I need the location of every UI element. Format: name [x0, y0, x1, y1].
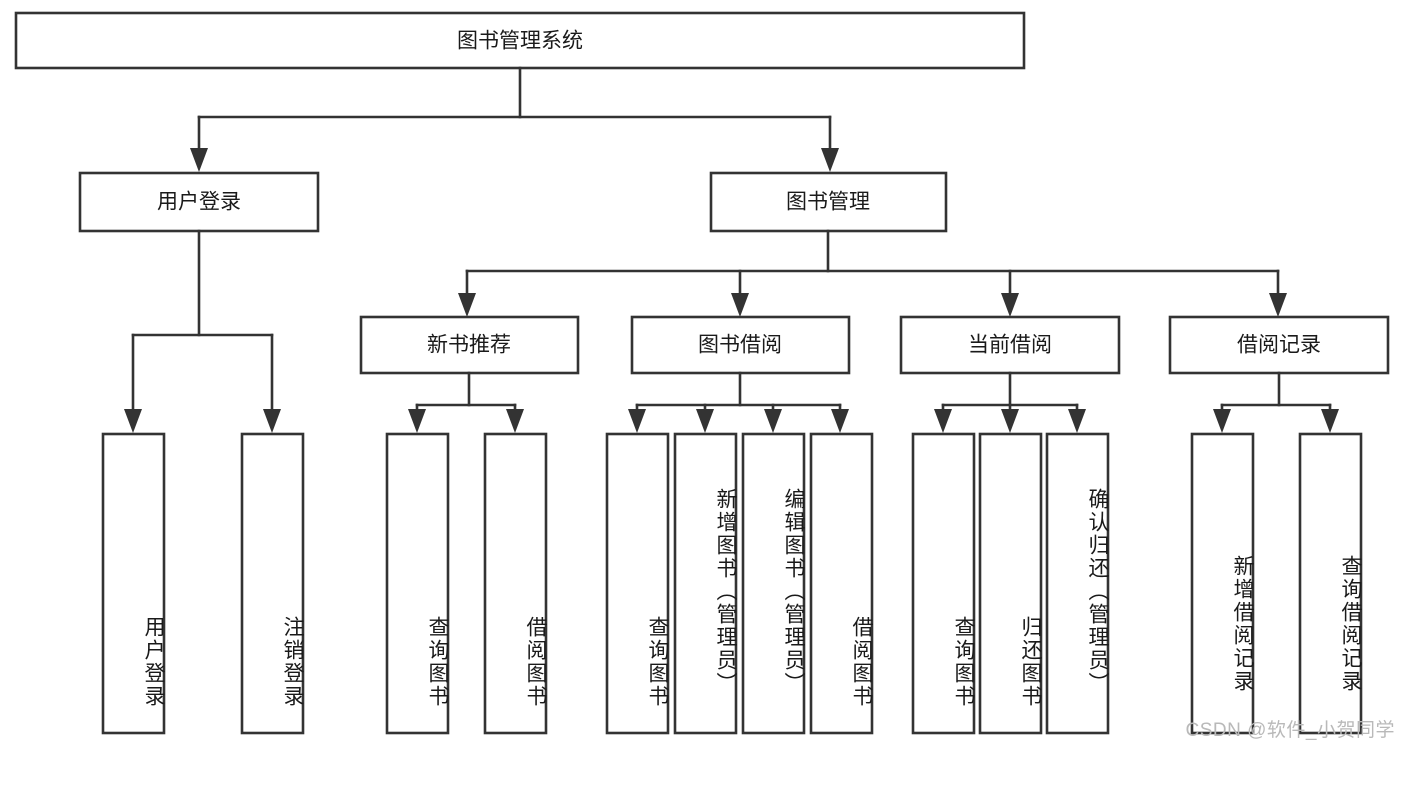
- arrow-to-book-borrow: [731, 293, 749, 317]
- connector-root-to-level2: [190, 66, 839, 172]
- connector-book-manage-to-level3: [458, 229, 1287, 317]
- node-new-book-recommend-label: 新书推荐: [427, 334, 511, 357]
- node-borrow-record-label: 借阅记录: [1237, 334, 1321, 357]
- node-current-borrow[interactable]: 当前借阅: [899, 315, 1121, 375]
- leaf-box-edit-book[interactable]: [741, 432, 806, 735]
- leaf-box-query-book-2[interactable]: [605, 432, 670, 735]
- leaf-box-return-book[interactable]: [978, 432, 1043, 735]
- watermark-text: CSDN @软件_小贺同学: [1185, 720, 1395, 741]
- leaf-box-user-login[interactable]: [101, 432, 166, 735]
- leaf-boxes: [101, 432, 1363, 735]
- arrow-to-book-manage: [821, 148, 839, 172]
- node-book-borrow-label: 图书借阅: [698, 334, 782, 357]
- connector-current-borrow-to-leaves: [934, 371, 1086, 433]
- leaf-box-add-book[interactable]: [673, 432, 738, 735]
- connector-borrow-record-to-leaves: [1213, 371, 1339, 433]
- connector-user-login-to-leaves: [124, 229, 281, 433]
- node-book-manage[interactable]: 图书管理: [709, 171, 948, 233]
- node-user-login[interactable]: 用户登录: [78, 171, 320, 233]
- arrow-to-leaf-user-login: [124, 409, 142, 433]
- leaf-box-borrow-book-1[interactable]: [483, 432, 548, 735]
- hierarchy-diagram: 图书管理系统 用户登录 图书管理: [14, 11, 1390, 735]
- node-book-manage-label: 图书管理: [786, 191, 870, 214]
- arrow-to-new-book: [458, 293, 476, 317]
- node-root-box: [14, 11, 1026, 70]
- node-new-book-recommend-box: [359, 315, 580, 375]
- arrow-to-current-borrow: [1001, 293, 1019, 317]
- node-user-login-box: [78, 171, 320, 233]
- arrow-to-borrow-record: [1269, 293, 1287, 317]
- arrow-to-leaf-logout: [263, 409, 281, 433]
- leaf-box-query-book-1[interactable]: [385, 432, 450, 735]
- connector-new-book-to-leaves: [408, 371, 524, 433]
- node-root[interactable]: 图书管理系统: [14, 11, 1026, 70]
- node-book-borrow[interactable]: 图书借阅: [630, 315, 851, 375]
- node-user-login-label: 用户登录: [157, 191, 241, 214]
- node-current-borrow-box: [899, 315, 1121, 375]
- arrow-to-user-login: [190, 148, 208, 172]
- node-borrow-record[interactable]: 借阅记录: [1168, 315, 1390, 375]
- node-root-label: 图书管理系统: [457, 30, 583, 53]
- connector-book-borrow-to-leaves: [628, 371, 849, 433]
- leaf-box-confirm-return[interactable]: [1045, 432, 1110, 735]
- leaf-box-logout[interactable]: [240, 432, 305, 735]
- node-current-borrow-label: 当前借阅: [968, 334, 1052, 357]
- leaf-box-query-book-3[interactable]: [911, 432, 976, 735]
- leaf-box-borrow-book-2[interactable]: [809, 432, 874, 735]
- leaf-box-add-record[interactable]: [1190, 432, 1255, 735]
- node-new-book-recommend[interactable]: 新书推荐: [359, 315, 580, 375]
- leaf-box-query-record[interactable]: [1298, 432, 1363, 735]
